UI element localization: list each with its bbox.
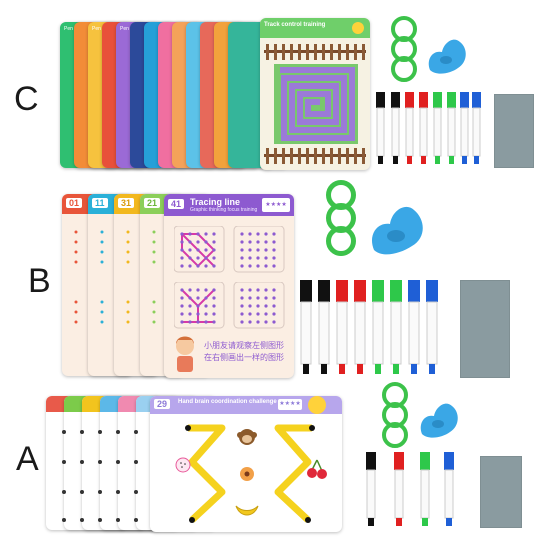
pencil-grip-b-icon bbox=[371, 206, 423, 255]
peach-icon bbox=[240, 467, 254, 481]
dot-grid-back-icon bbox=[74, 230, 156, 324]
spiral-maze-icon bbox=[274, 64, 358, 144]
eraser-b bbox=[460, 280, 510, 378]
child-illustration-icon bbox=[176, 336, 194, 372]
card-a-sun-icon bbox=[308, 396, 326, 414]
card-a-number: 29 bbox=[154, 399, 171, 409]
pencil-grip-c-icon bbox=[428, 39, 466, 74]
zigzag-track-icon bbox=[185, 424, 315, 523]
card-c-front: Track control training bbox=[260, 18, 370, 170]
pens-c bbox=[374, 92, 482, 166]
card-b-number-2: 11 bbox=[92, 198, 108, 208]
card-c-title: Track control training bbox=[264, 22, 326, 28]
dot-pattern-top-icon bbox=[174, 226, 285, 273]
card-b-number-4: 21 bbox=[144, 198, 161, 208]
card-b-title: Tracing line bbox=[190, 197, 241, 207]
card-b-caption-2: 在右侧画出一样的图形 bbox=[204, 353, 284, 362]
dots-a-back-icon bbox=[62, 430, 156, 522]
banana-icon bbox=[235, 505, 259, 516]
card-stack-b: 01 11 31 21 41 Tracing line Graphic thin… bbox=[62, 194, 294, 378]
card-c-tab-1: Pen bbox=[64, 26, 73, 32]
set-label-b: B bbox=[28, 262, 51, 300]
card-c-tab-2: Pen bbox=[92, 26, 101, 32]
ring-b-3 bbox=[326, 226, 356, 256]
card-b-front: 41 Tracing line Graphic thinking focus t… bbox=[164, 194, 294, 378]
set-label-a: A bbox=[16, 440, 39, 478]
card-b-subtitle: Graphic thinking focus training bbox=[190, 207, 258, 213]
card-a-front: 29 Hand brain coordination challenge ★★★… bbox=[150, 396, 342, 532]
ring-c-3 bbox=[391, 56, 417, 82]
fence-top-icon bbox=[264, 44, 366, 60]
pens-a bbox=[362, 452, 462, 528]
pencil-grip-a-icon bbox=[420, 403, 458, 438]
card-c-sun-icon bbox=[352, 22, 364, 34]
card-a-rating: ★★★★ bbox=[278, 399, 302, 410]
eraser-c bbox=[494, 94, 534, 168]
dot-pattern-bottom-icon bbox=[174, 282, 285, 329]
ring-a-3 bbox=[382, 422, 408, 448]
eraser-a bbox=[480, 456, 522, 528]
card-b-caption-1: 小朋友请观察左侧图形 bbox=[204, 341, 284, 350]
card-b-number-1: 01 bbox=[66, 198, 83, 208]
card-c-front-header bbox=[260, 18, 370, 38]
card-stack-a: 29 Hand brain coordination challenge ★★★… bbox=[46, 396, 342, 532]
card-b-front-number: 41 bbox=[168, 199, 185, 209]
card-b-front-header bbox=[164, 194, 294, 216]
card-stack-c: Pen Pen Pen Track control training bbox=[60, 18, 370, 170]
card-b-number-3: 31 bbox=[118, 198, 135, 208]
cherry-icon bbox=[307, 459, 327, 479]
card-c-tab-3: Pen bbox=[120, 26, 129, 32]
fence-bottom-icon bbox=[264, 148, 366, 164]
pens-b bbox=[298, 280, 442, 378]
dragon-fruit-icon bbox=[175, 457, 191, 473]
card-a-title: Hand brain coordination challenge bbox=[178, 399, 277, 405]
set-label-c: C bbox=[14, 80, 39, 118]
card-b-rating: ★★★★ bbox=[262, 198, 290, 212]
monkey-icon bbox=[237, 429, 257, 445]
